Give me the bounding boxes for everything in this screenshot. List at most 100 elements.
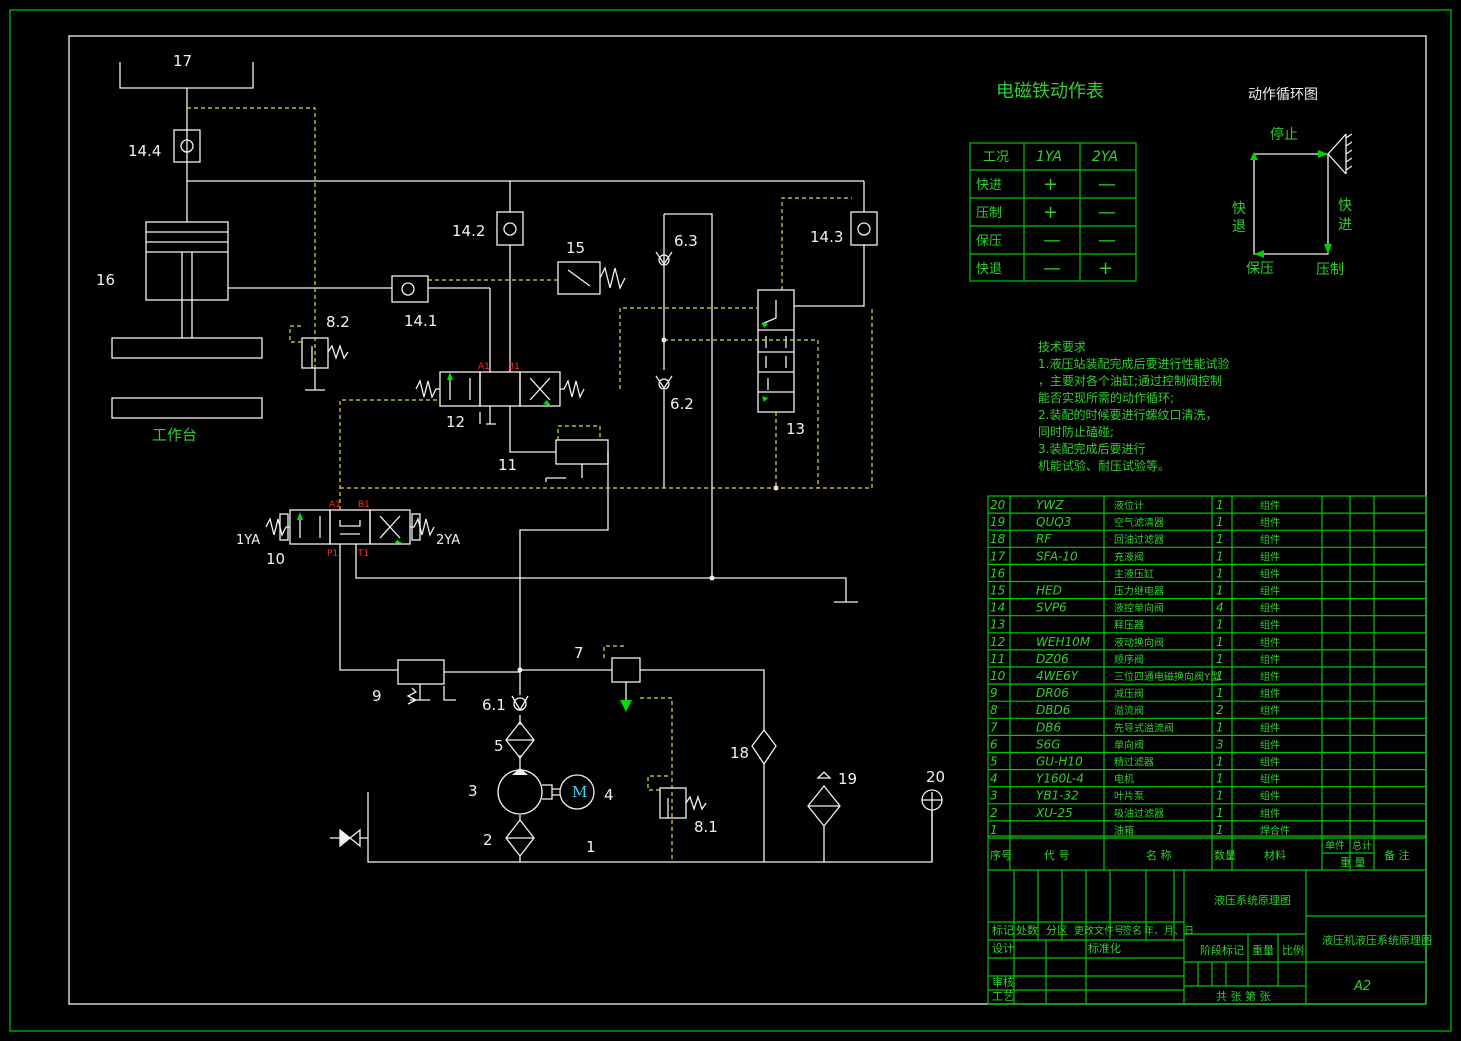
label-14-2: 14.2 xyxy=(452,222,485,240)
bom-name: 液动换向阀 xyxy=(1114,636,1164,649)
bom-mat: 组件 xyxy=(1260,687,1280,700)
st-header-0: 工况 xyxy=(983,150,1009,165)
bom-no: 12 xyxy=(990,635,1005,649)
bom-code: GU-H10 xyxy=(1036,755,1083,769)
bom-name: 液位计 xyxy=(1114,499,1144,512)
bom-no: 13 xyxy=(990,618,1005,632)
cycle-text: 动作循环图 停止 快 退 快 进 保压 压制 xyxy=(1232,87,1352,278)
component-labels: 17 14.4 16 工作台 8.2 14.1 14.2 15 6.3 6.2 … xyxy=(96,52,945,856)
label-20: 20 xyxy=(926,768,945,786)
bom-name: 释压器 xyxy=(1114,619,1144,632)
label-15: 15 xyxy=(566,239,585,257)
label-17: 17 xyxy=(173,52,192,70)
port-p1-10: P1 xyxy=(327,549,338,559)
label-18: 18 xyxy=(730,744,749,762)
label-7: 7 xyxy=(574,644,584,662)
bom-mat: 组件 xyxy=(1260,550,1280,563)
bom-code: Y160L-4 xyxy=(1036,772,1084,786)
bom-mat: 组件 xyxy=(1260,602,1280,615)
label-1ya: 1YA xyxy=(236,533,260,548)
bom-no: 5 xyxy=(990,755,998,769)
bom-qty: 1 xyxy=(1216,686,1224,700)
label-6-2: 6.2 xyxy=(670,395,694,413)
bom-name: 回油过滤器 xyxy=(1114,533,1164,546)
tb-mark: 标记 xyxy=(992,923,1014,937)
st-1ya: + xyxy=(1043,202,1058,223)
cycle-advance-2: 进 xyxy=(1338,217,1352,233)
bom-qty: 4 xyxy=(1216,601,1224,615)
bom-qty: 1 xyxy=(1216,618,1224,632)
bom-code: DR06 xyxy=(1036,686,1069,700)
bom-no: 6 xyxy=(990,737,998,751)
bom-name: 三位四通电磁换向阀Y型 xyxy=(1114,670,1220,683)
tb-standard: 标准化 xyxy=(1088,941,1121,955)
bom-qty: 1 xyxy=(1216,498,1224,512)
bom-mat: 组件 xyxy=(1260,516,1280,529)
bom-name: 充液阀 xyxy=(1114,550,1144,563)
tb-process: 工艺 xyxy=(992,990,1014,1003)
tech-line: ，主要对各个油缸;通过控制阀控制 xyxy=(1038,373,1222,388)
bom-code: DB6 xyxy=(1036,720,1061,734)
st-2ya: — xyxy=(1098,202,1116,223)
bom-h-name: 名 称 xyxy=(1146,848,1172,862)
tb-drawing-name: 液压系统原理图 xyxy=(1214,893,1291,907)
label-14-1: 14.1 xyxy=(404,312,437,330)
bom-mat: 组件 xyxy=(1260,704,1280,717)
bom-name: 减压阀 xyxy=(1114,687,1144,700)
bom-h-remark: 备 注 xyxy=(1384,848,1410,862)
bom-qty: 1 xyxy=(1216,549,1224,563)
bom-qty: 2 xyxy=(1216,703,1224,717)
st-mode: 压制 xyxy=(976,206,1002,221)
label-9: 9 xyxy=(372,687,382,705)
st-2ya: + xyxy=(1098,258,1113,279)
bom-no: 1 xyxy=(990,823,998,837)
bom-no: 14 xyxy=(990,601,1005,615)
label-2: 2 xyxy=(483,831,493,849)
bom-table xyxy=(987,495,1427,1005)
bom-mat: 组件 xyxy=(1260,585,1280,598)
bom-name: 压力继电器 xyxy=(1114,585,1164,598)
bom-code: SFA-10 xyxy=(1036,549,1078,563)
tb-weight: 重量 xyxy=(1252,943,1274,957)
bom-qty: 1 xyxy=(1216,584,1224,598)
cycle-advance-1: 快 xyxy=(1338,198,1352,214)
st-mode: 快进 xyxy=(976,178,1002,193)
label-19: 19 xyxy=(838,770,857,788)
label-14-3: 14.3 xyxy=(810,228,843,246)
bom-no: 8 xyxy=(990,703,998,717)
tech-line: 1.液压站装配完成后要进行性能试验 xyxy=(1038,356,1229,371)
label-8-1: 8.1 xyxy=(694,818,718,836)
st-2ya: — xyxy=(1098,230,1116,251)
cycle-hold: 保压 xyxy=(1246,261,1274,277)
bom-qty: 1 xyxy=(1216,669,1224,683)
st-1ya: — xyxy=(1043,258,1061,279)
bom-qty: 1 xyxy=(1216,566,1224,580)
bom-code: YB1-32 xyxy=(1036,789,1079,803)
circuit-lines xyxy=(111,62,943,863)
flow-arrows xyxy=(297,322,768,712)
port-a1-10: A1 xyxy=(329,500,341,510)
bom-name: 先导式溢流阀 xyxy=(1114,721,1174,734)
bom-no: 20 xyxy=(990,498,1006,512)
bom-qty: 1 xyxy=(1216,823,1224,837)
bom-mat: 焊合件 xyxy=(1260,824,1290,837)
cycle-diagram xyxy=(1250,133,1353,258)
bom-mat: 组件 xyxy=(1260,533,1280,546)
bom-h-weight: 重 量 xyxy=(1340,855,1366,869)
bom-no: 17 xyxy=(990,549,1006,563)
bom-h-code: 代 号 xyxy=(1044,849,1070,862)
label-6-3: 6.3 xyxy=(674,232,698,250)
bom-name: 电机 xyxy=(1114,773,1134,786)
label-10: 10 xyxy=(266,550,285,568)
bom-qty: 1 xyxy=(1216,720,1224,734)
solenoid-table-text: 电磁铁动作表 工况 1YA 2YA 快进+—压制+—保压——快退—+ xyxy=(976,81,1118,279)
label-11: 11 xyxy=(498,456,517,474)
bom-code: DZ06 xyxy=(1036,652,1069,666)
bom-mat: 组件 xyxy=(1260,670,1280,683)
bom-code: QUQ3 xyxy=(1036,515,1071,529)
bom-qty: 1 xyxy=(1216,532,1224,546)
bom-no: 9 xyxy=(990,686,998,700)
bom-code: 4WE6Y xyxy=(1036,669,1080,683)
